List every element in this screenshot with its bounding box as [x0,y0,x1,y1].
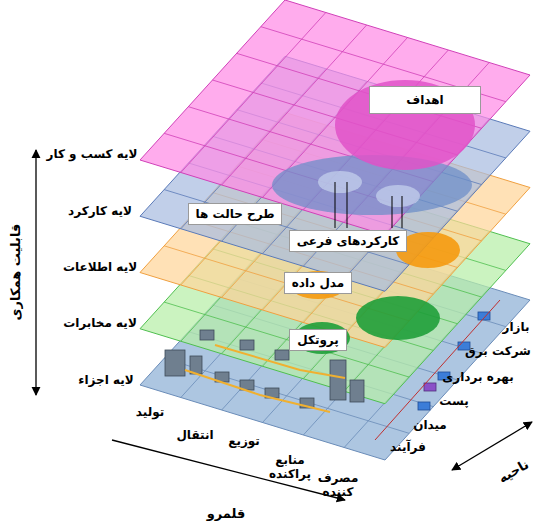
axis-label: لایه اجزاء [78,374,133,388]
axis-label: ناحیه [496,457,531,486]
callout-box: مدل داده [284,272,352,294]
axis-label: لایه اطلاعات [63,261,137,275]
layer-plane [140,0,530,235]
callout-text: اهداف [406,93,443,107]
callout-box: کارکردهای فرعی [289,230,408,252]
axis-label: میدان [413,419,447,433]
axis-label: قابلیت همکاری [9,224,24,321]
axis-label: توزیع [228,435,260,449]
callout-text: پروتکل [297,333,339,347]
axis-label: منابع پراکنده [259,454,321,482]
axis-label: پست [439,395,468,409]
axis-label: بهره برداری [442,371,513,385]
axis-label: مصرف کننده [311,472,365,500]
axis-label: شرکت برق [465,345,531,359]
axis-label: بازار [503,321,530,335]
callout-text: کارکردهای فرعی [297,234,400,248]
callout-text: طرح حالت ها [196,207,275,221]
axis-label: لایه کارکرد [68,205,132,219]
axis-label: لایه مخابرات [63,317,137,331]
callout-box: طرح حالت ها [188,203,283,225]
axis-label: فرآیند [390,441,426,455]
callout-text: مدل داده [292,276,344,290]
callout-box: پروتکل [289,329,347,351]
axis-label: لایه کسب و کار [47,148,138,162]
axis-label: تولید [136,406,164,420]
axis-label: انتقال [176,429,213,443]
axis-label: قلمرو [207,507,246,522]
callout-box: اهداف [369,86,481,114]
